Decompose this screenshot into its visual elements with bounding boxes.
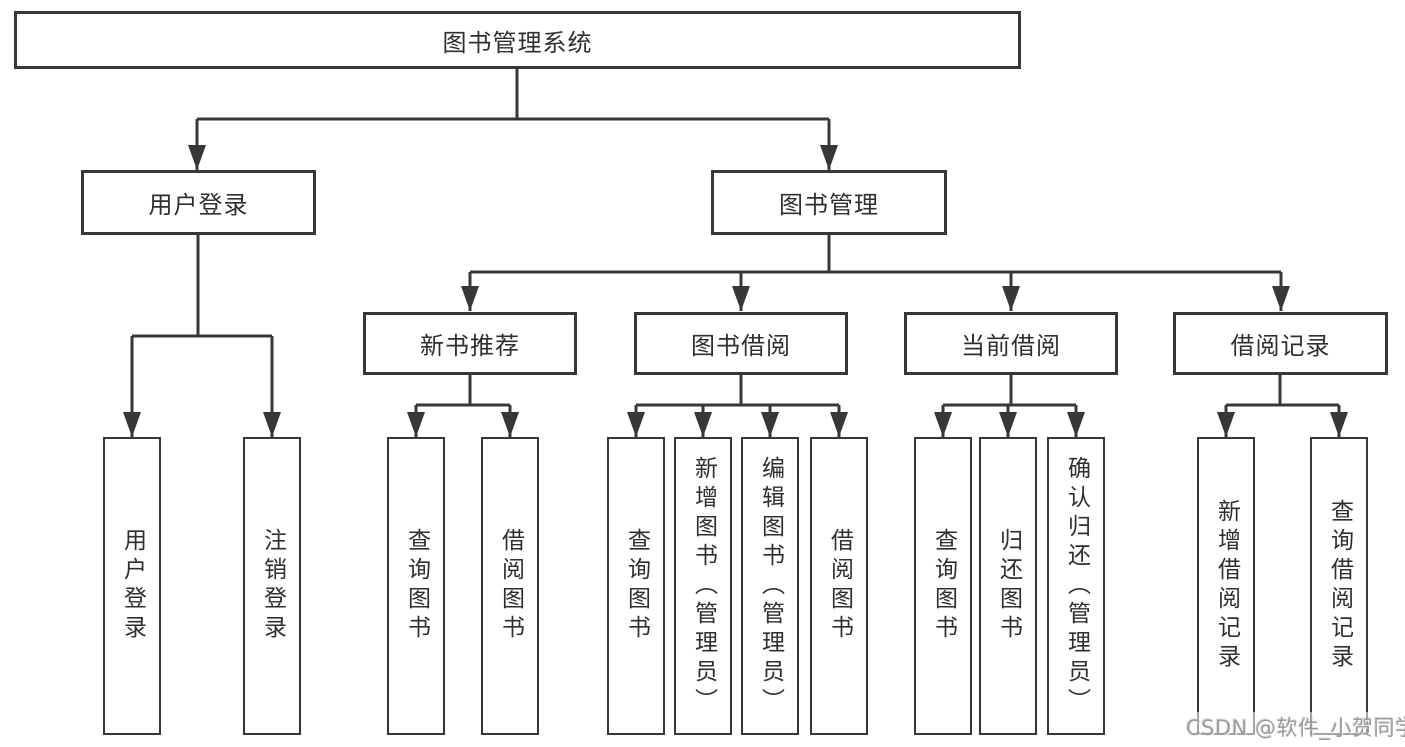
node-new-book-recommendation: 新书推荐	[363, 312, 577, 375]
leaf-borrow-books-recommend-label: 借阅图书	[497, 528, 524, 644]
node-book-management-label: 图书管理	[779, 191, 879, 219]
leaf-query-borrow-record: 查询借阅记录	[1310, 437, 1368, 735]
leaf-user-login-label: 用户登录	[119, 528, 146, 644]
leaf-query-books-current-label: 查询图书	[930, 528, 957, 644]
node-current-borrowing: 当前借阅	[904, 312, 1118, 375]
leaf-add-borrow-record: 新增借阅记录	[1197, 437, 1255, 735]
node-borrowing-records: 借阅记录	[1173, 312, 1388, 375]
leaf-query-books-borrowing: 查询图书	[607, 437, 665, 735]
node-root: 图书管理系统	[14, 11, 1021, 69]
leaf-return-books: 归还图书	[979, 437, 1037, 735]
leaf-borrow-books-borrowing-label: 借阅图书	[826, 528, 853, 644]
leaf-logout-label: 注销登录	[259, 528, 286, 644]
node-current-borrowing-label: 当前借阅	[961, 332, 1061, 360]
node-new-book-recommendation-label: 新书推荐	[420, 332, 520, 360]
node-book-borrowing-label: 图书借阅	[691, 332, 791, 360]
node-book-management: 图书管理	[711, 170, 947, 235]
leaf-logout: 注销登录	[243, 437, 301, 735]
node-book-borrowing: 图书借阅	[634, 312, 848, 375]
node-user-login-label: 用户登录	[148, 191, 249, 219]
node-borrowing-records-label: 借阅记录	[1230, 332, 1331, 360]
leaf-query-books-recommend-label: 查询图书	[403, 528, 430, 644]
leaf-query-borrow-record-label: 查询借阅记录	[1326, 499, 1353, 673]
leaf-user-login: 用户登录	[103, 437, 161, 735]
leaf-edit-books-admin-label: 编辑图书（管理员）	[757, 455, 784, 717]
node-user-login: 用户登录	[81, 170, 316, 235]
csdn-watermark: CSDN @软件_小贺同学	[1184, 712, 1405, 742]
leaf-borrow-books-borrowing: 借阅图书	[810, 437, 868, 735]
leaf-return-books-label: 归还图书	[995, 528, 1022, 644]
leaf-query-books-current: 查询图书	[914, 437, 972, 735]
leaf-add-books-admin-label: 新增图书（管理员）	[690, 455, 717, 717]
leaf-confirm-return-admin: 确认归还（管理员）	[1047, 437, 1105, 735]
leaf-edit-books-admin: 编辑图书（管理员）	[741, 437, 799, 735]
leaf-borrow-books-recommend: 借阅图书	[481, 437, 539, 735]
leaf-confirm-return-admin-label: 确认归还（管理员）	[1063, 455, 1090, 717]
leaf-query-books-borrowing-label: 查询图书	[623, 528, 650, 644]
leaf-add-borrow-record-label: 新增借阅记录	[1213, 499, 1240, 673]
leaf-add-books-admin: 新增图书（管理员）	[674, 437, 732, 735]
node-root-label: 图书管理系统	[442, 28, 593, 57]
leaf-query-books-recommend: 查询图书	[387, 437, 445, 735]
